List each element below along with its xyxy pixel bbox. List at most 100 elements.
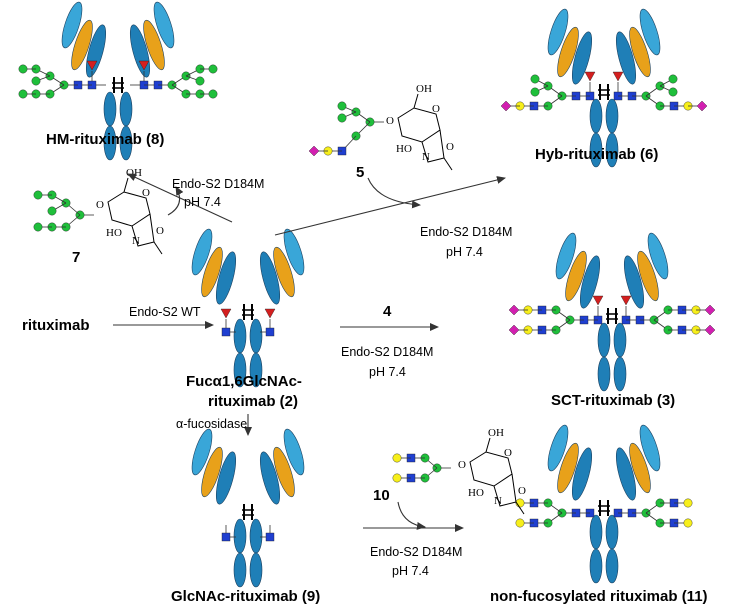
mannose-circle [195,76,205,86]
fab-vh-right [283,428,305,476]
galactose-circle [392,473,402,483]
light-chain-right [273,446,295,498]
condition-ph-nonfuc: pH 7.4 [392,564,429,578]
sialic-diamond [704,324,716,336]
sialic-diamond [508,324,520,336]
glcnac-square [265,327,275,337]
sialic-diamond [704,304,716,316]
glcnac-square [265,532,275,542]
galactose-circle [683,518,693,528]
oxazoline-ring [131,213,155,247]
fc-ch2-right [249,318,263,354]
fc-ch3-right [605,548,619,584]
fab-vh-right [647,232,669,280]
fab-vh-left [191,428,213,476]
atom-n: N [132,235,140,247]
label-hyb-rituximab: Hyb-rituximab (6) [535,146,658,163]
atom-o-link: O [96,199,104,211]
atom-oh-top: OH [416,83,432,95]
arrow-to-hyb-rituximab [274,176,506,236]
antibody-nonfucosylated-rituximab [547,424,661,584]
galactose-circle [683,498,693,508]
condition-endo-mut-hyb: Endo-S2 D184M [420,225,512,239]
fc-ch3-left [589,548,603,584]
light-chain-left [565,250,587,302]
label-fuc-glcnac-rituximab-2: rituximab (2) [208,393,298,410]
light-chain-left [557,26,579,78]
atom-o-link: O [458,459,466,471]
light-chain-left [557,442,579,494]
light-chain-left [201,446,223,498]
fc-ch3-right [119,125,133,161]
fc-ch3-right [613,356,627,392]
atom-ho: HO [468,487,484,499]
antibody-hyb-rituximab [547,8,661,168]
c6-bond [413,93,419,109]
mannose-circle [59,80,69,90]
atom-oh-top: OH [488,427,504,439]
fc-ch2-left [233,318,247,354]
fc-ch2-right [605,514,619,550]
fc-ch3-left [589,132,603,168]
fab-vh-left [61,1,83,49]
label-sct-rituximab: SCT-rituximab (3) [551,392,675,409]
antibody-sct-rituximab [555,232,669,392]
light-chain-right [143,19,165,71]
label-hm-rituximab: HM-rituximab (8) [46,131,164,148]
fucose-triangle [220,308,232,319]
mannose-circle [18,64,28,74]
methyl-bond [515,501,525,515]
antibody-glcnac-rituximab [191,428,305,588]
fucose-triangle [612,71,624,82]
arrow-curve-7 [167,186,184,216]
c6-bond [485,437,491,453]
mannose-circle [33,190,43,200]
fucose-triangle [264,308,276,319]
fab-vh-left [547,8,569,56]
fucose-triangle [138,60,150,71]
atom-o-link: O [386,115,394,127]
heavy-chain-arm-right [259,251,281,305]
sialic-diamond [308,145,320,157]
mannose-circle [530,74,540,84]
galactose-circle [515,518,525,528]
fab-vh-right [639,8,661,56]
mannose-circle [208,64,218,74]
mannose-circle [47,206,57,216]
mannose-circle [33,222,43,232]
condition-ph-hm: pH 7.4 [184,195,221,209]
heavy-chain-arm-right [615,447,637,501]
atom-o-ring: O [504,447,512,459]
fc-ch2-left [597,322,611,358]
sialic-diamond [500,100,512,112]
fab-vh-left [555,232,577,280]
mannose-circle [208,89,218,99]
fab-vh-right [283,228,305,276]
light-chain-right [629,26,651,78]
fc-ch3-left [597,356,611,392]
heavy-chain-arm-left [215,251,237,305]
label-compound-5: 5 [356,164,364,181]
fc-ch2-left [233,518,247,554]
condition-endo-mut-hm: Endo-S2 D184M [172,177,264,191]
glcnac-square [221,532,231,542]
fab-vh-right [639,424,661,472]
label-fuc-glcnac-rituximab-1: Fucα1,6GlcNAc- [186,373,302,390]
light-chain-right [629,442,651,494]
sialic-diamond [508,304,520,316]
mannose-circle [668,74,678,84]
fc-ch2-left [103,91,117,127]
fc-ch3-left [233,552,247,588]
fc-ch2-left [589,98,603,134]
fab-vh-left [191,228,213,276]
atom-ho: HO [106,227,122,239]
fc-ch2-right [249,518,263,554]
oxazoline-ring [421,129,445,163]
fc-ch3-right [605,132,619,168]
fc-ch3-left [233,352,247,388]
antibody-fuc-glcnac-rituximab [191,228,305,388]
mannose-circle [530,87,540,97]
mannose-circle [337,101,347,111]
